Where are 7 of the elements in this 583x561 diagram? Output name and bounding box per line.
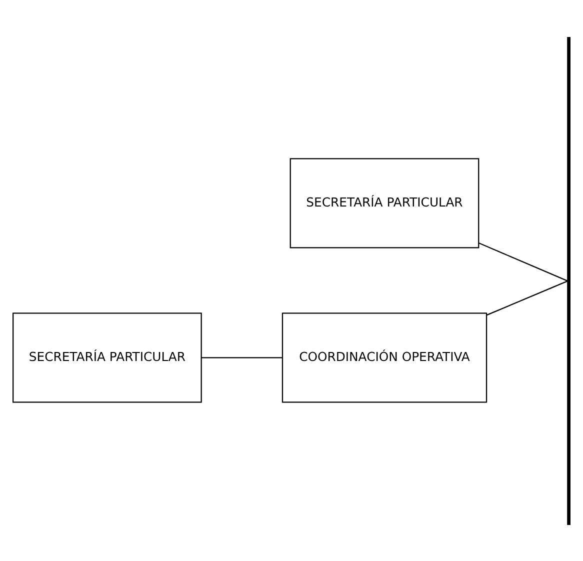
connector: [486, 280, 568, 316]
connector: [201, 356, 282, 358]
node-box: COORDINACIÓN OPERATIVA: [282, 312, 488, 402]
node-bar: [567, 36, 570, 525]
connector: [478, 242, 568, 281]
node-box: SECRETARÍA PARTICULAR: [12, 312, 202, 402]
node-box: SECRETARÍA PARTICULAR: [290, 158, 480, 248]
